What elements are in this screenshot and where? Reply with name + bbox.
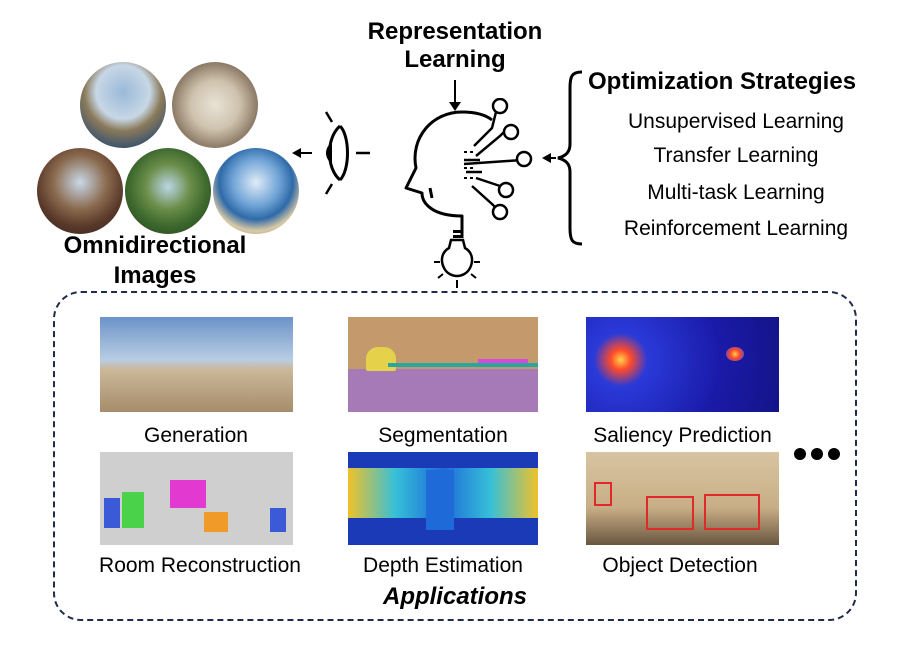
sphere-city-coast bbox=[80, 62, 166, 148]
head-icon bbox=[404, 98, 533, 238]
label-object-detection: Object Detection bbox=[602, 554, 758, 577]
opt-item-unsupervised: Unsupervised Learning bbox=[628, 110, 844, 133]
sphere-interior-room bbox=[172, 62, 258, 148]
sphere-forest bbox=[125, 148, 211, 234]
applications-box bbox=[53, 291, 857, 621]
brace-icon bbox=[542, 70, 583, 246]
label-generation: Generation bbox=[144, 424, 248, 447]
thumb-object-detection bbox=[586, 452, 779, 545]
sphere-beach bbox=[213, 148, 299, 234]
opt-item-transfer: Transfer Learning bbox=[653, 144, 819, 167]
label-saliency-prediction: Saliency Prediction bbox=[593, 424, 772, 447]
lightbulb-icon bbox=[434, 230, 480, 288]
eye-icon bbox=[292, 111, 370, 195]
thumb-saliency bbox=[586, 317, 779, 412]
applications-title: Applications bbox=[382, 583, 527, 610]
optimization-strategies-title: Optimization Strategies bbox=[588, 68, 857, 95]
down-arrow-icon bbox=[449, 80, 461, 111]
thumb-segmentation bbox=[348, 317, 538, 412]
ellipsis-icon bbox=[794, 448, 840, 460]
opt-item-multitask: Multi-task Learning bbox=[647, 181, 825, 204]
thumb-generation bbox=[100, 317, 293, 412]
opt-item-reinforcement: Reinforcement Learning bbox=[623, 217, 849, 240]
sphere-street bbox=[37, 148, 123, 234]
more-ellipsis bbox=[792, 446, 842, 462]
thumb-room-reconstruction bbox=[100, 452, 293, 545]
label-segmentation: Segmentation bbox=[378, 424, 508, 447]
label-room-reconstruction: Room Reconstruction bbox=[99, 554, 301, 577]
omnidirectional-images-label: Omnidirectional Images bbox=[63, 232, 247, 289]
label-depth-estimation: Depth Estimation bbox=[363, 554, 523, 577]
representation-learning-title: Representation Learning bbox=[367, 18, 543, 73]
thumb-depth-estimation bbox=[348, 452, 538, 545]
